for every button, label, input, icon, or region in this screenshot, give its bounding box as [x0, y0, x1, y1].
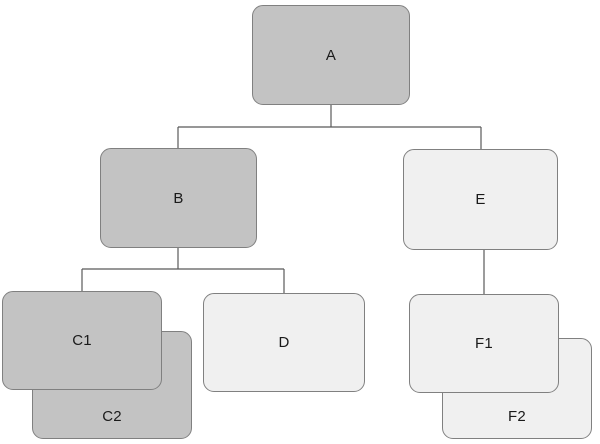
node-label: C1 [72, 332, 92, 349]
node-label: F1 [475, 335, 493, 352]
node-label: D [278, 334, 290, 351]
node-a[interactable]: A [252, 5, 410, 105]
node-f1[interactable]: F1 [409, 294, 559, 393]
node-c1[interactable]: C1 [2, 291, 162, 390]
node-label: B [173, 189, 184, 207]
node-label: C2 [102, 408, 122, 425]
node-e[interactable]: E [403, 149, 558, 250]
node-d[interactable]: D [203, 293, 365, 392]
node-label: F2 [508, 408, 526, 425]
node-b[interactable]: B [100, 148, 257, 248]
node-label: A [325, 46, 337, 64]
node-label: E [475, 191, 486, 208]
